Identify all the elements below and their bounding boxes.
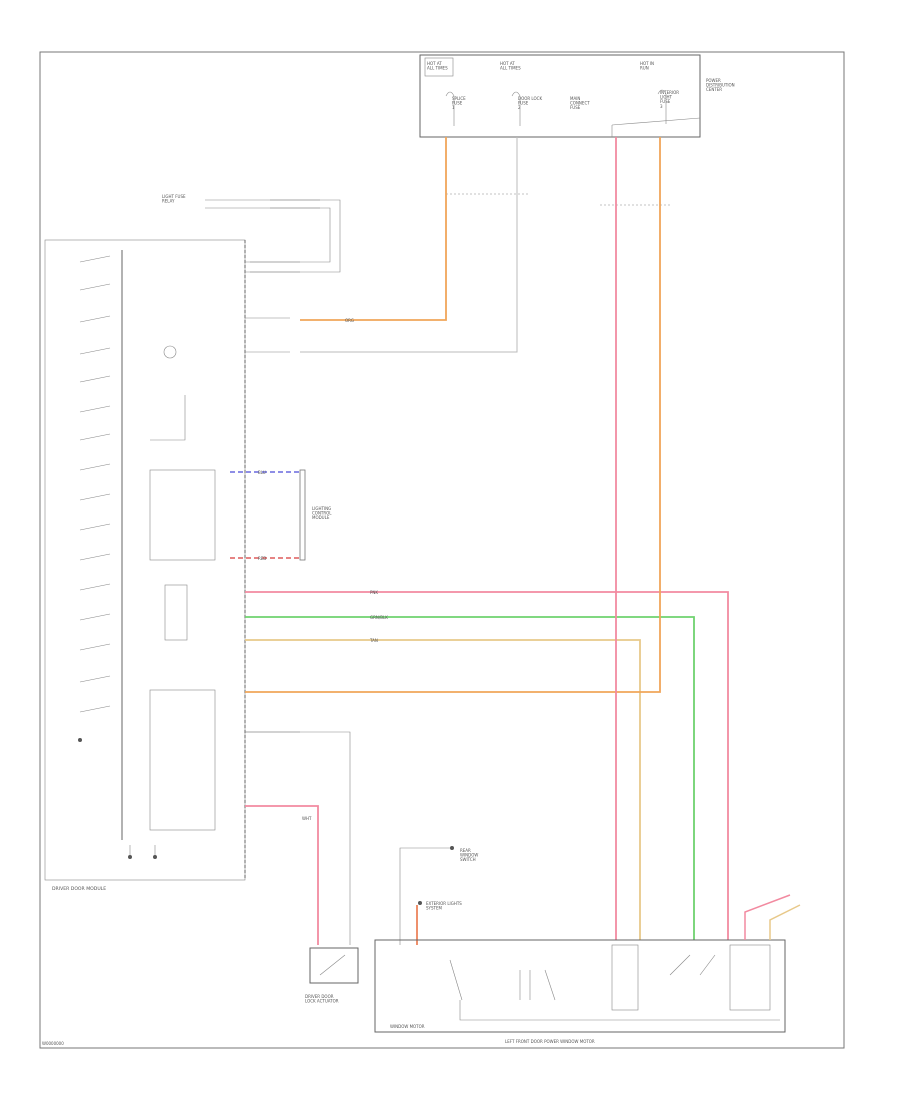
wire-tan	[245, 639, 641, 940]
wire-label-wht: WHT	[302, 816, 312, 821]
wire-label-tan: TAN	[369, 638, 378, 643]
driver-door-module: DRIVER DOOR MODULE	[44, 239, 246, 892]
wire-orange-1	[300, 137, 447, 321]
wire-green	[245, 616, 695, 940]
wire-label-blu: BLU	[258, 470, 266, 475]
diagram-frame	[39, 51, 845, 1049]
wire-label-grn: GRN/BLK	[370, 615, 388, 620]
wire-label-red: RED	[258, 556, 266, 561]
figure-id: W0000000	[42, 1041, 64, 1046]
rear-motor-label: WINDOW MOTOR	[390, 1024, 425, 1029]
wire-pink	[245, 591, 729, 940]
left-front-module-label: LEFT FRONT DOOR POWER WINDOW MOTOR	[505, 1039, 595, 1044]
driver-door-module-label: DRIVER DOOR MODULE	[52, 886, 106, 892]
wire-orange-2	[245, 137, 661, 693]
wire-label-org: ORG	[345, 318, 354, 323]
wire-label-pnk: PNK	[370, 590, 378, 595]
wire-gray-2	[300, 137, 518, 353]
wire-pink-3	[245, 805, 319, 945]
left-front-window-motor: WINDOW MOTOR LEFT FRONT DOOR POWER WINDO…	[374, 939, 786, 1044]
